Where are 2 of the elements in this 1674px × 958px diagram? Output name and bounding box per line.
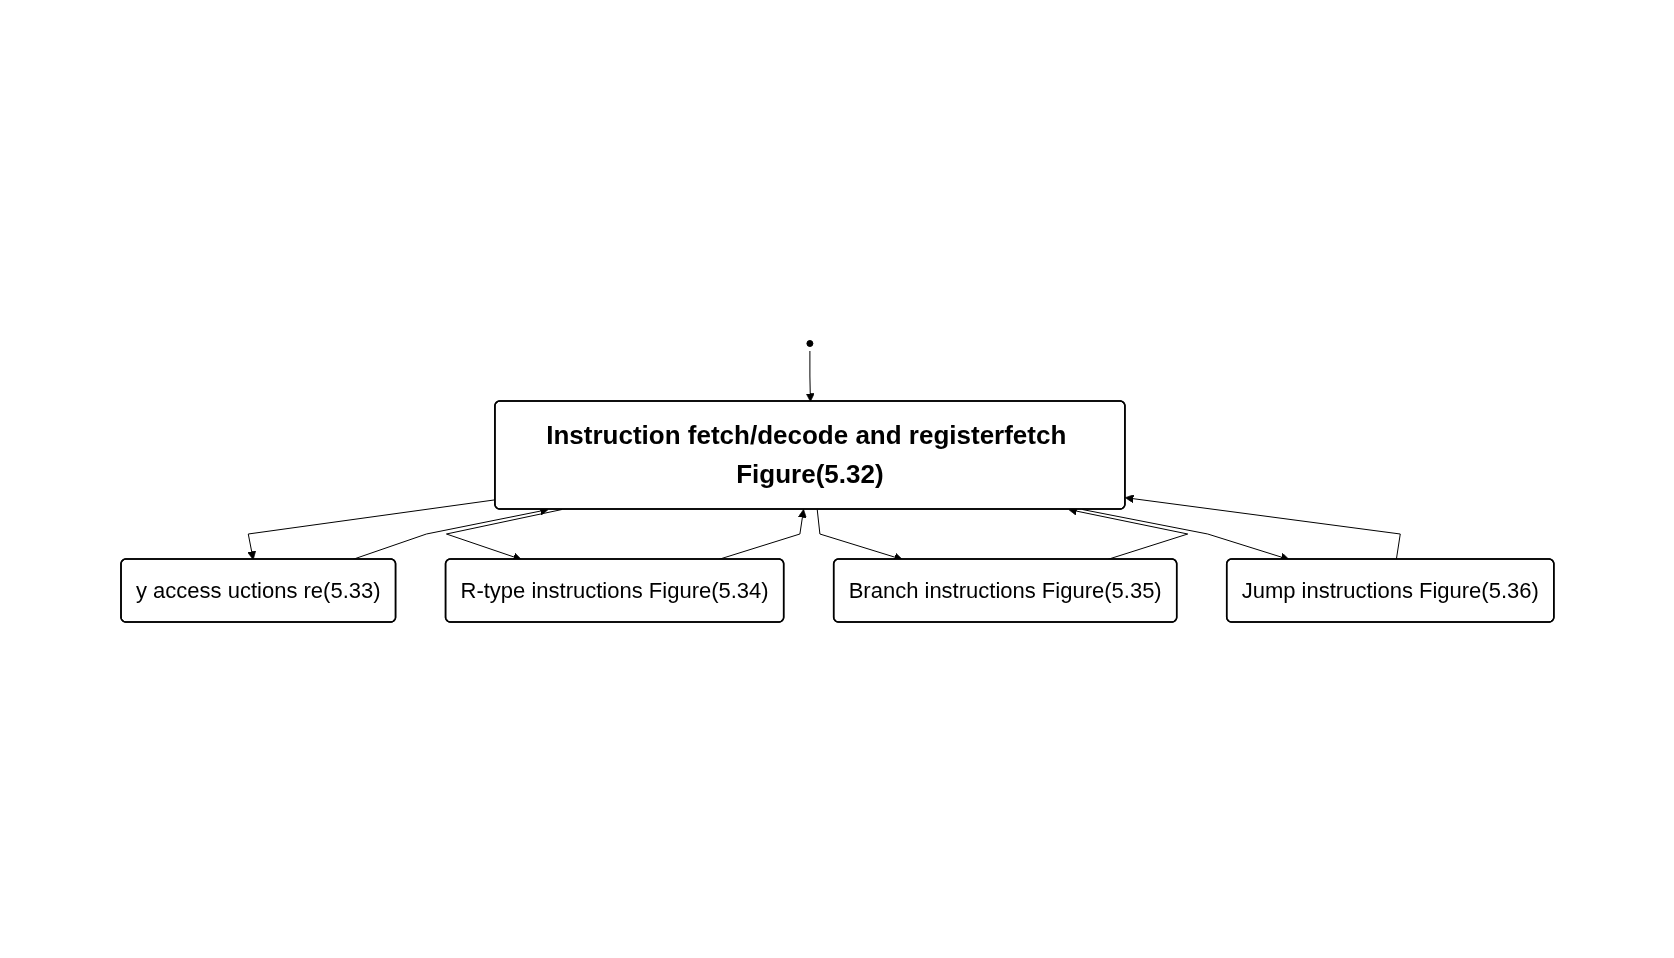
arrow	[805, 350, 815, 402]
arrow	[1124, 494, 1401, 560]
